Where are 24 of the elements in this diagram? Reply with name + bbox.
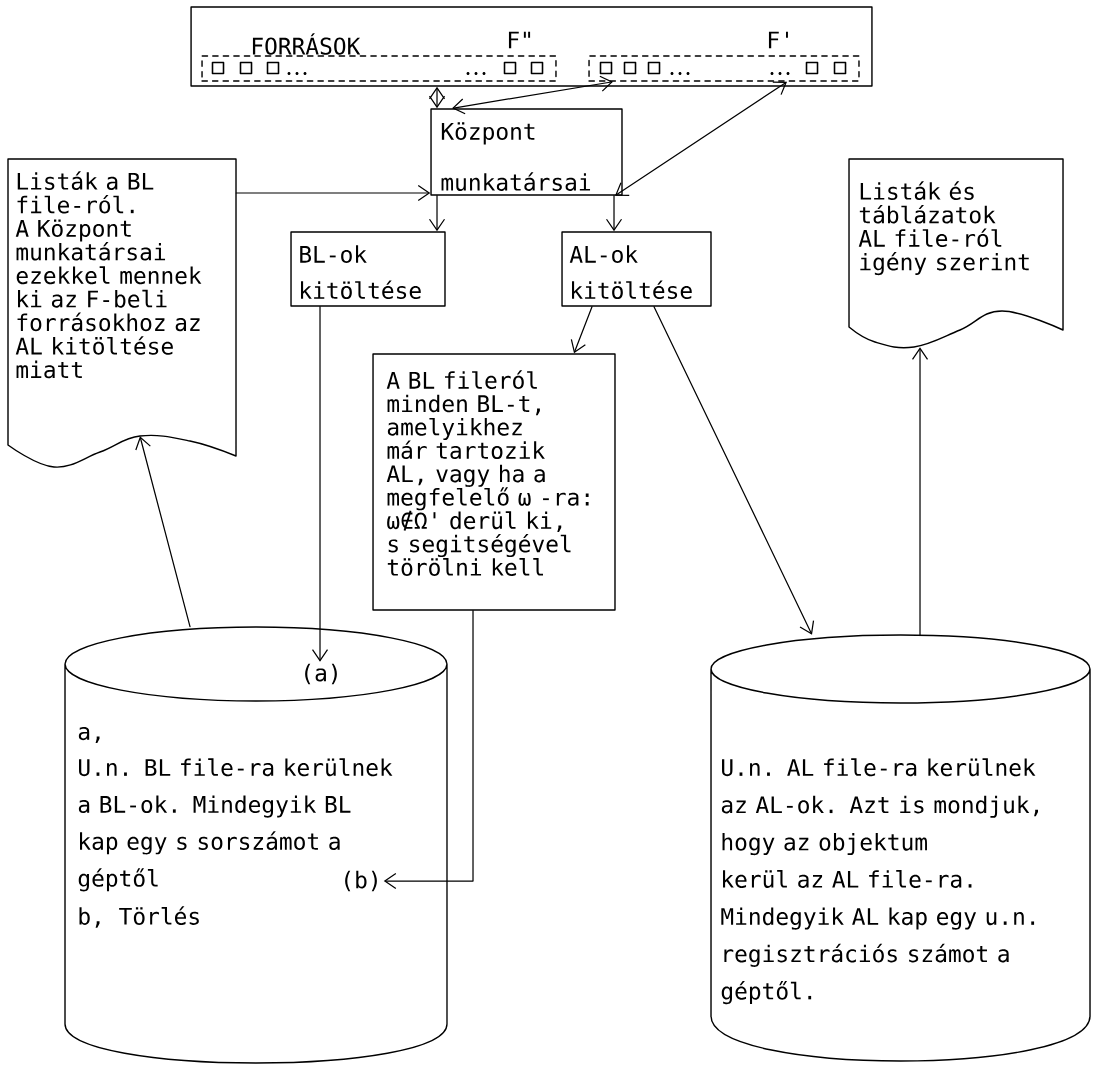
arrow: [235, 184, 431, 202]
arrow: [428, 86, 446, 109]
arrow: [428, 195, 446, 232]
arrow: [911, 347, 929, 636]
dashed-group: F': [588, 31, 860, 82]
arrow: [605, 195, 623, 232]
document-shape: Listák és táblázatok AL file-ról igény szerint: [848, 158, 1064, 349]
point-label: (a): [305, 663, 337, 685]
node-label: F": [508, 31, 531, 49]
arrow: [135, 436, 191, 628]
storage-cylinder: U.n. AL file-ra kerülnek az AL-ok. Azt is mondjuk, hogy az objektum kerül az AL file-ra. Mindegyik AL kap egy u.n. regisztrációs számot a géptől.: [710, 634, 1091, 1062]
node-label: F': [768, 31, 788, 49]
arrow: [383, 610, 474, 890]
arrow: [570, 306, 593, 354]
arrow: [311, 306, 329, 662]
document-shape: Listák a BL file-ról. A Központ munkatársai ezekkel mennek ki az F-beli forrásokhoz az AL kitöltése miatt: [7, 158, 237, 468]
arrow: [653, 306, 815, 635]
arrow: [615, 81, 787, 196]
arrow: [452, 75, 613, 115]
process-box: AL-ok kitöltése: [561, 231, 712, 307]
process-box: Központ munkatársai: [430, 108, 623, 196]
process-box: BL-ok kitöltése: [290, 231, 446, 307]
point-label: (b): [345, 870, 377, 892]
note-box: A BL fileról minden BL-t, amelyikhez már tartozik AL, vagy ha a megfelelő ω -ra: ω∉Ω' derül ki, s segitségével törölni kell: [372, 353, 616, 611]
